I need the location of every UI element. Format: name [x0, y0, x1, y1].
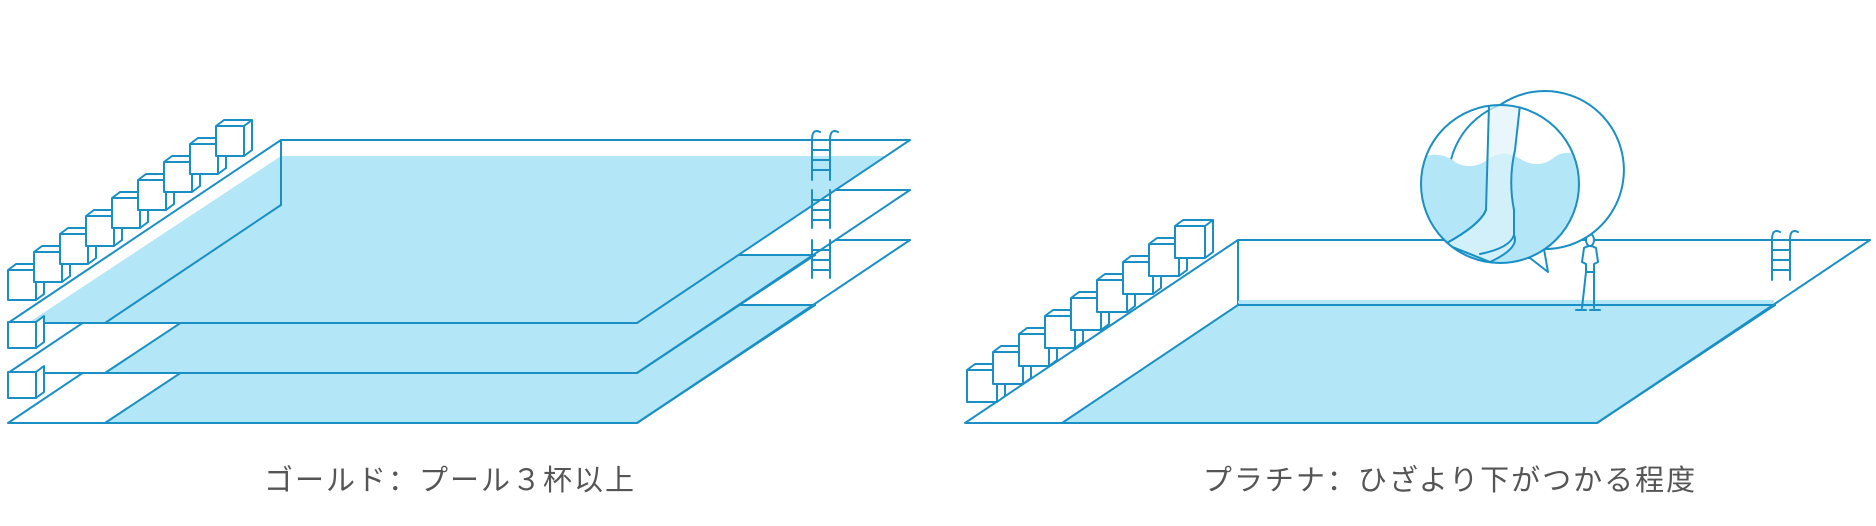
person-icon [1575, 233, 1601, 311]
gold-caption: ゴールド：プール３杯以上 [263, 463, 636, 497]
gold-stacked-pools [7, 119, 911, 424]
platinum-caption: プラチナ：ひざより下がつかる程度 [1202, 463, 1698, 497]
pool-top-wall [281, 140, 910, 156]
pool-top-deck [7, 139, 911, 324]
platinum-pool-water [1062, 305, 1775, 423]
zoom-bubble [1420, 90, 1625, 273]
platinum-pool [964, 90, 1871, 424]
starting-blocks [966, 219, 1214, 403]
starting-blocks [7, 119, 253, 399]
pool-top [7, 139, 911, 324]
ladder-icon [811, 130, 839, 279]
ladder-icon [1771, 230, 1799, 281]
platinum-pool-deck [964, 239, 1871, 424]
